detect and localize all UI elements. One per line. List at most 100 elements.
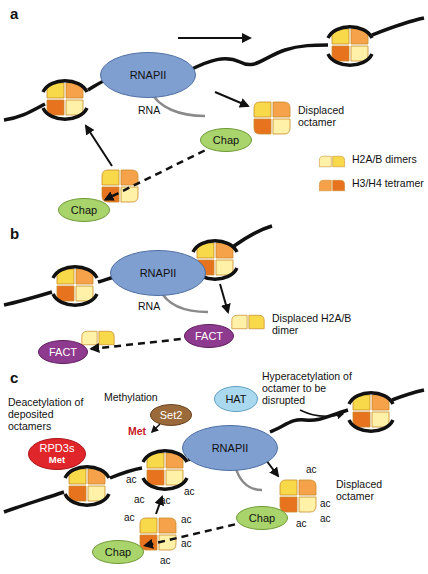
histone-octamer: [102, 170, 138, 202]
ellipse-outline: [93, 541, 144, 564]
dashed-arrow: [91, 339, 180, 349]
node-text: Chap: [200, 128, 252, 152]
node-text: HAT: [214, 386, 258, 412]
panel-letter: c: [10, 370, 18, 387]
displacement-arrow: [215, 92, 248, 106]
acetyl-mark: ac: [126, 474, 137, 486]
displacement-arrow: [266, 460, 278, 476]
ellipse-outline: [39, 341, 88, 364]
node-text: FACT: [38, 340, 88, 364]
ellipse-outline: [185, 325, 234, 348]
legend-text: H3/H4 tetramer: [352, 177, 424, 189]
h2a-h2b-dimer: [232, 315, 264, 329]
dna-strand: [392, 390, 424, 400]
acetylation-arrow: [300, 410, 343, 416]
node-text: Chap: [92, 540, 144, 564]
legend-tetramer-icon: [319, 180, 344, 191]
ellipse-outline: [111, 251, 206, 296]
node-title: FACT: [195, 330, 223, 342]
chaperone-ellipse: Chap: [236, 506, 288, 530]
node-title: RNAPII: [130, 69, 167, 81]
nucleosome: [65, 467, 109, 506]
node-title: Set2: [160, 409, 183, 421]
legend-text: H2A/B dimers: [352, 153, 417, 165]
node-title: Chap: [105, 546, 131, 558]
node-title: RPD3s: [40, 442, 75, 454]
acetyl-mark: ac: [184, 486, 195, 498]
node-text: RNAPII: [110, 250, 206, 296]
node-text: RPD3sMet: [28, 438, 86, 470]
ellipse-outline: [151, 405, 192, 426]
dna-strand: [190, 45, 328, 70]
methylation-arrow: [152, 424, 160, 432]
dna-strand: [270, 410, 348, 432]
chaperone-ellipse: Chap: [92, 540, 144, 564]
rna-label: RNA: [138, 104, 160, 116]
dna-strand: [4, 292, 52, 305]
displacement-arrow: [220, 284, 228, 312]
node-title: HAT: [225, 393, 246, 405]
node-text: Chap: [236, 506, 288, 530]
fact-ellipse: FACT: [184, 324, 234, 348]
nucleosome: [53, 267, 97, 306]
chaperone-ellipse: Chap: [58, 198, 110, 222]
annotation: Methylation: [104, 391, 158, 403]
acetyl-mark: ac: [296, 518, 307, 530]
node-text: RNAPII: [100, 52, 196, 98]
nucleosome: [43, 81, 87, 120]
rna-label: RNA: [138, 300, 160, 312]
node-title: RNAPII: [212, 442, 249, 454]
node-title: Chap: [213, 134, 239, 146]
ellipse-outline: [101, 53, 196, 98]
dna-strand: [4, 492, 64, 512]
methyl-mark: Met: [128, 425, 146, 437]
fact-ellipse: FACT: [38, 340, 88, 364]
polymerase-ellipse: RNAPII: [100, 52, 196, 98]
panel-letter: a: [10, 6, 18, 23]
ellipse-outline: [237, 507, 288, 530]
node-text: FACT: [184, 324, 234, 348]
node-text: RNAPII: [182, 425, 278, 471]
legend-dimer-icon: [319, 156, 344, 167]
nucleosome: [349, 393, 393, 432]
dna-strand: [234, 226, 272, 246]
acetyl-mark: ac: [160, 555, 171, 567]
dna-strand: [4, 226, 272, 305]
node-title: Chap: [71, 204, 97, 216]
ellipse-outline: [29, 439, 86, 470]
direction-arrow: [178, 37, 250, 39]
dashed-arrow: [145, 524, 235, 545]
nucleosome: [143, 451, 187, 490]
annotation: Deacetylation of deposited octamers: [8, 396, 98, 432]
annotation: Displaced H2A/B dimer: [272, 312, 352, 336]
ellipse-outline: [215, 387, 258, 412]
node-title: FACT: [49, 346, 77, 358]
acetyl-mark: ac: [181, 514, 192, 526]
histone-octamer: [140, 518, 176, 550]
node-title: RNAPII: [140, 267, 177, 279]
dna-strand: [4, 390, 424, 512]
acetyl-mark: ac: [124, 512, 135, 524]
dna-strand: [4, 18, 424, 120]
acetyl-mark: ac: [134, 494, 145, 506]
polymerase-ellipse: RNAPII: [182, 425, 278, 471]
acetyl-mark: ac: [320, 498, 331, 510]
h2a-h2b-dimer: [82, 331, 114, 345]
ellipse-outline: [59, 199, 110, 222]
dna-strand: [4, 104, 45, 120]
dna-strand: [372, 18, 424, 35]
node-mark: Met: [49, 454, 65, 466]
acetyl-mark: ac: [306, 464, 317, 476]
annotation: Displaced octamer: [336, 478, 406, 502]
acetyl-mark: ac: [181, 538, 192, 550]
acetyl-mark: ac: [160, 495, 171, 507]
acetyl-mark: ac: [320, 513, 331, 525]
chaperone-ellipse: Chap: [200, 128, 252, 152]
annotation: Displaced octamer: [298, 104, 368, 128]
ellipse-outline: [201, 129, 252, 152]
dashed-arrow: [105, 151, 204, 200]
histone-octamer: [280, 480, 316, 512]
polymerase-ellipse: RNAPII: [110, 250, 206, 296]
set2-ellipse: Set2: [150, 404, 192, 426]
